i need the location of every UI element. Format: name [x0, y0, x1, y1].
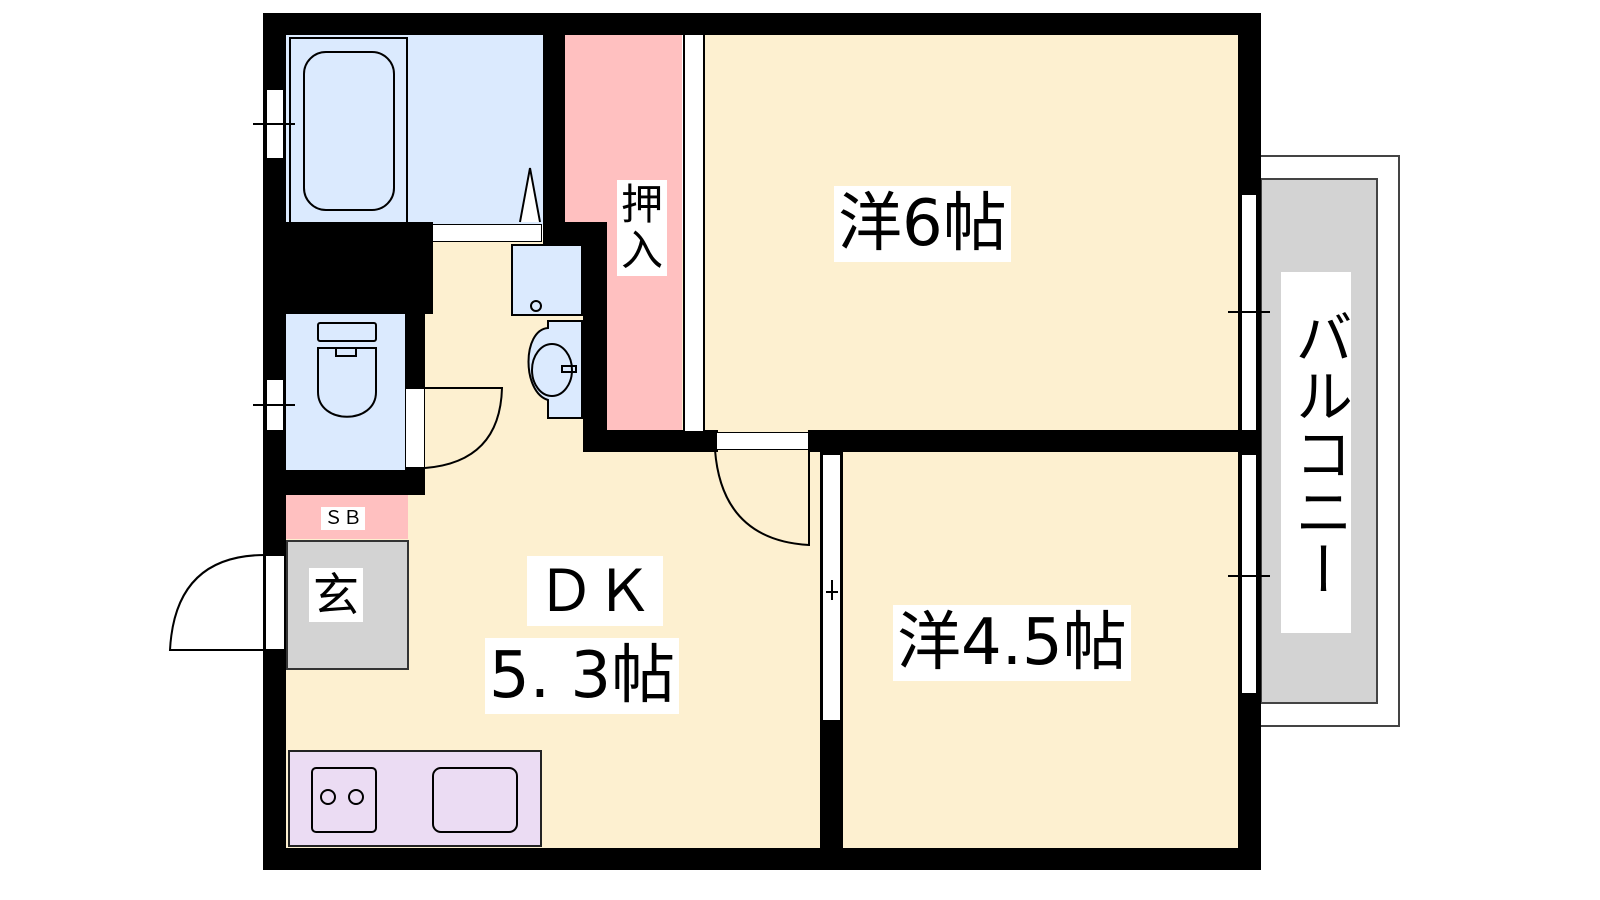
- bath-door-arrow: [519, 167, 541, 223]
- wall-closet-bottom: [583, 430, 718, 452]
- label-dk-size: 5. 3帖: [485, 638, 680, 714]
- label-dk: ＤＫ: [527, 556, 664, 626]
- label-shoe-box: ＳＢ: [321, 507, 366, 530]
- bathtub-basin: [303, 51, 395, 211]
- room45-window[interactable]: [1240, 455, 1258, 693]
- toilet-tank: [317, 322, 377, 342]
- label-closet-2: 入: [621, 226, 664, 276]
- entrance-door-frame[interactable]: [265, 555, 285, 650]
- wall-bottom: [263, 848, 1261, 870]
- wall-top: [263, 13, 1261, 35]
- wall-bath-lower: [543, 222, 607, 245]
- room6-door-frame[interactable]: [716, 432, 809, 450]
- entrance-door-swing: [168, 554, 266, 651]
- bathtub: [289, 37, 408, 224]
- label-western-4-5: 洋4.5帖: [893, 605, 1131, 681]
- label-closet-1: 押: [621, 180, 664, 229]
- wall-toilet-bottom: [263, 470, 425, 495]
- label-entrance: 玄: [309, 568, 363, 622]
- label-balcony: バルコニー: [1281, 272, 1353, 633]
- wall-bath-closet: [543, 13, 565, 245]
- toilet-bowl: [317, 347, 377, 418]
- toilet-door-frame[interactable]: [405, 388, 425, 468]
- room6-door-swing: [714, 449, 810, 547]
- label-western-6: 洋6帖: [834, 186, 1011, 262]
- bath-door[interactable]: [432, 224, 542, 242]
- wall-bath-toilet: [263, 222, 433, 314]
- label-closet: 押 入: [617, 180, 668, 277]
- toilet-door-swing: [424, 387, 504, 469]
- sink: [432, 767, 518, 833]
- washbasin: [527, 320, 583, 419]
- wall-closet-left: [583, 222, 607, 452]
- toilet-room: [286, 313, 406, 471]
- washer: [511, 244, 583, 316]
- wall-rooms-divider: [808, 430, 1261, 452]
- closet-sliding-door[interactable]: [683, 35, 705, 431]
- stove: [311, 767, 377, 833]
- kitchen-counter: [288, 750, 542, 847]
